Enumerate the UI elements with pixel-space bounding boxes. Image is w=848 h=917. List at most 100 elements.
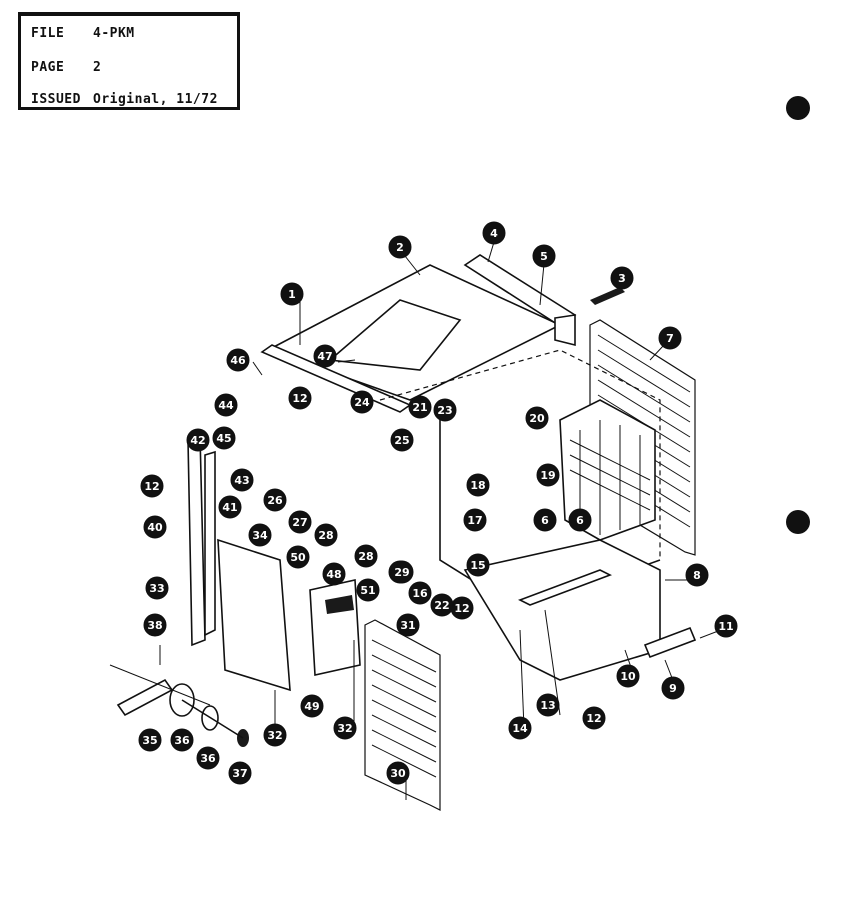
callout-number: 4 [490, 227, 498, 240]
callout-number: 28 [358, 550, 373, 563]
callout-12: 12 [450, 596, 474, 620]
callout-circle [396, 613, 420, 637]
callout-34: 34 [248, 523, 272, 547]
punch-hole-top [786, 96, 810, 120]
callout-35: 35 [138, 728, 162, 752]
callout-23: 23 [433, 398, 457, 422]
callout-31: 31 [396, 613, 420, 637]
callout-number: 32 [267, 729, 282, 742]
callout-14: 14 [508, 716, 532, 740]
callout-circle [408, 395, 432, 419]
callout-circle [508, 716, 532, 740]
knob-shaft [181, 699, 244, 739]
callout-circle [661, 676, 685, 700]
callout-number: 51 [360, 584, 375, 597]
callout-number: 19 [540, 469, 555, 482]
callout-number: 20 [529, 412, 545, 425]
callout-circle [263, 488, 287, 512]
callout-number: 5 [540, 250, 548, 263]
control-box [309, 579, 361, 676]
callout-number: 46 [230, 354, 246, 367]
callout-circle [433, 398, 457, 422]
callout-circle [533, 508, 557, 532]
callout-number: 12 [292, 392, 307, 405]
callout-27: 27 [288, 510, 312, 534]
callout-number: 14 [512, 722, 528, 735]
callout-circle [143, 613, 167, 637]
callout-circle [140, 474, 164, 498]
callout-number: 43 [234, 474, 249, 487]
callout-number: 38 [147, 619, 162, 632]
callout-9: 9 [661, 676, 685, 700]
callout-25: 25 [390, 428, 414, 452]
callout-circle [226, 348, 250, 372]
callout-13: 13 [536, 693, 560, 717]
callout-37: 37 [228, 761, 252, 785]
callout-36: 36 [196, 746, 220, 770]
callout-44: 44 [214, 393, 238, 417]
small-vent-part [590, 287, 625, 305]
callout-49: 49 [300, 694, 324, 718]
callout-circle [568, 508, 592, 532]
callout-circle [390, 428, 414, 452]
callout-number: 16 [412, 587, 428, 600]
callout-6: 6 [568, 508, 592, 532]
callout-6: 6 [533, 508, 557, 532]
callout-circle [356, 578, 380, 602]
callout-number: 11 [718, 620, 733, 633]
callout-circle [186, 428, 210, 452]
callout-circle [408, 581, 432, 605]
callout-number: 30 [390, 767, 406, 780]
callout-number: 45 [216, 432, 231, 445]
callout-42: 42 [186, 428, 210, 452]
callout-number: 35 [142, 734, 157, 747]
callout-number: 1 [288, 288, 296, 301]
callout-33: 33 [145, 576, 169, 600]
callout-circle [218, 495, 242, 519]
callout-47: 47 [313, 344, 337, 368]
callout-circle [333, 716, 357, 740]
callout-number: 21 [412, 401, 427, 414]
callout-12: 12 [582, 706, 606, 730]
callout-circle [525, 406, 549, 430]
callout-48: 48 [322, 562, 346, 586]
callout-circle [212, 426, 236, 450]
callout-number: 29 [394, 566, 409, 579]
callout-number: 7 [666, 332, 674, 345]
callout-number: 28 [318, 529, 333, 542]
file-value: 4-PKM [93, 26, 135, 41]
callout-3: 3 [610, 266, 634, 290]
callout-circle [430, 593, 454, 617]
callout-circle [388, 235, 412, 259]
callout-number: 34 [252, 529, 268, 542]
callout-circle [386, 761, 410, 785]
callout-number: 50 [290, 551, 306, 564]
callout-2: 2 [388, 235, 412, 259]
callout-circle [536, 693, 560, 717]
callout-5: 5 [532, 244, 556, 268]
callout-circle [582, 706, 606, 730]
page-label: PAGE [31, 60, 65, 75]
back-frame-side [554, 314, 576, 347]
callout-30: 30 [386, 761, 410, 785]
callout-circle [228, 761, 252, 785]
callout-number: 23 [437, 404, 452, 417]
callout-circle [286, 545, 310, 569]
left-side-strip [204, 450, 216, 637]
callout-number: 17 [467, 514, 482, 527]
callout-12: 12 [288, 386, 312, 410]
callout-7: 7 [658, 326, 682, 350]
callout-28: 28 [354, 544, 378, 568]
callout-36: 36 [170, 728, 194, 752]
callout-51: 51 [356, 578, 380, 602]
callout-circle [466, 473, 490, 497]
front-chassis-panel [217, 538, 291, 692]
callout-circle [532, 244, 556, 268]
callout-50: 50 [286, 545, 310, 569]
punch-hole-middle [786, 510, 810, 534]
callout-number: 42 [190, 434, 205, 447]
callout-number: 26 [267, 494, 283, 507]
callout-circle [314, 523, 338, 547]
